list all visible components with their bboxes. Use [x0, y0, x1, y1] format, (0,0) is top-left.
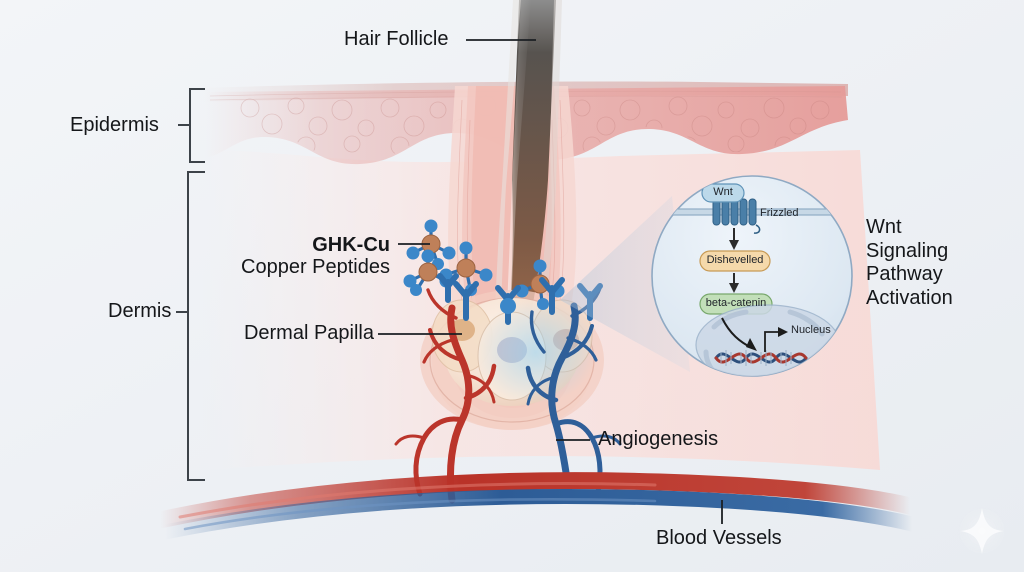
ghk-cu-molecule	[406, 219, 456, 270]
dishevelled-node	[699, 250, 771, 272]
label-angiogenesis: Angiogenesis	[598, 428, 719, 450]
ghk-cu-molecule	[403, 249, 453, 296]
callout-title-line: Signaling	[866, 239, 949, 262]
label-hair-follicle: Hair Follicle	[344, 28, 449, 50]
label-copper-peptides: Copper Peptides	[241, 256, 390, 278]
dermis-bracket	[187, 171, 205, 481]
label-blood-vessels: Blood Vessels	[656, 527, 782, 549]
node-label-nucleus: Nucleus	[791, 324, 831, 336]
frizzled-receptor	[712, 198, 761, 234]
sparkle-watermark	[958, 507, 1006, 555]
label-ghk-cu: GHK-Cu	[312, 234, 390, 256]
main-blood-vessels	[151, 472, 920, 540]
callout-title-line: Wnt	[866, 216, 902, 238]
callout-title: Wnt Signaling Pathway Activation	[866, 216, 953, 310]
layer-brackets	[176, 88, 205, 481]
label-epidermis: Epidermis	[70, 114, 159, 136]
node-label-dishevelled: Dishevelled	[706, 254, 764, 266]
leader-lines	[378, 39, 723, 524]
callout-title-line: Pathway	[866, 263, 943, 286]
receptor-bound-ligand	[500, 298, 516, 314]
hair-shaft	[494, 0, 562, 330]
wnt-ligand	[701, 183, 745, 203]
label-dermis: Dermis	[108, 300, 172, 322]
node-label-wnt: Wnt	[713, 186, 733, 198]
node-label-beta-catenin: beta-catenin	[705, 297, 767, 309]
magnifier-cone	[560, 196, 690, 372]
label-dermal-papilla: Dermal Papilla	[243, 322, 374, 344]
node-label-frizzled: Frizzled	[760, 207, 799, 219]
callout-title-line: Activation	[866, 286, 953, 309]
dna-helix	[714, 350, 808, 366]
